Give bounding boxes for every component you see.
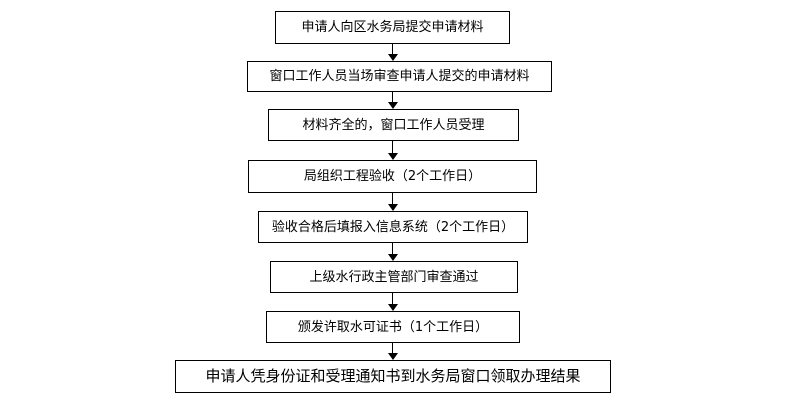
arrow-down-2 [388,92,398,109]
step-4-acceptance-inspection: 局组织工程验收（2个工作日） [248,160,537,193]
step-2-window-review: 窗口工作人员当场审查申请人提交的申请材料 [247,61,552,92]
step-6-superior-approval: 上级水行政主管部门审查通过 [270,261,518,293]
arrow-down-3 [388,141,398,160]
arrow-down-5 [388,243,398,261]
arrow-down-4 [388,193,398,211]
step-1-submit-application: 申请人向区水务局提交申请材料 [275,11,510,44]
step-7-issue-permit: 颁发许取水可证书（1个工作日） [266,311,520,343]
step-8-collect-result: 申请人凭身份证和受理通知书到水务局窗口领取办理结果 [175,360,611,393]
arrow-down-6 [388,293,398,311]
step-3-accept: 材料齐全的，窗口工作人员受理 [268,109,519,141]
arrow-down-1 [388,44,398,61]
step-5-enter-info-system: 验收合格后填报入信息系统（2个工作日） [258,211,528,243]
arrow-down-7 [388,343,398,360]
